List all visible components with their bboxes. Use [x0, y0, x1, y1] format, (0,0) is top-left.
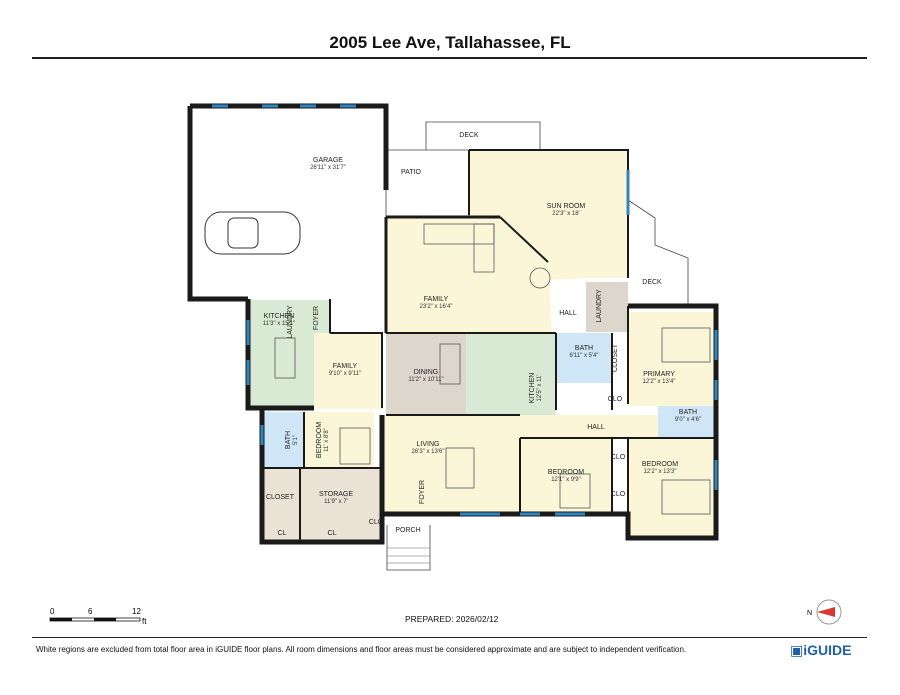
room-label-cl-1: CL	[278, 530, 287, 537]
sunroom-area	[469, 150, 628, 280]
garage-area	[190, 106, 386, 299]
dining-area	[386, 333, 466, 415]
room-dim-kitchen-main: 12'5" x 11'	[537, 375, 543, 402]
hall-mid-area	[520, 415, 658, 438]
disclaimer-text: White regions are excluded from total fl…	[36, 645, 687, 654]
room-dim-kitchen-left: 11'3" x 15'1"	[263, 321, 295, 327]
room-dim-bath-center: 6'11" x 5'4"	[569, 353, 598, 359]
laundry-right-area	[586, 282, 628, 332]
room-dim-garage: 26'11" x 31'7"	[310, 165, 346, 171]
room-label-kitchen-left: KITCHEN	[264, 313, 295, 320]
room-dim-bath-left: 5'1"	[293, 435, 299, 445]
room-label-sunroom: SUN ROOM	[547, 203, 586, 210]
room-label-family-main: FAMILY	[424, 296, 449, 303]
bath-right-area	[658, 404, 716, 438]
windows	[212, 104, 718, 516]
compass-north: N	[807, 610, 812, 617]
deck-top-outline	[425, 121, 541, 150]
storage-area	[262, 468, 382, 542]
room-label-bath-right: BATH	[679, 409, 697, 416]
brand-logo: ▣iGUIDE	[790, 642, 851, 659]
room-label-bath-center: BATH	[575, 345, 593, 352]
scale-tick-0: 0	[50, 607, 55, 616]
room-label-hall-top: HALL	[559, 310, 577, 317]
scale-tick-12: 12	[132, 607, 141, 616]
room-label-bedroom-left: BEDROOM	[316, 422, 323, 458]
room-label-patio: PATIO	[401, 169, 422, 176]
room-label-bath-left: BATH	[285, 431, 292, 449]
footer-divider	[32, 637, 867, 638]
living-area	[382, 415, 520, 515]
room-label-cl-2: CL	[328, 530, 337, 537]
bedroom-right-area	[628, 438, 716, 538]
prepared-date: PREPARED: 2026/02/12	[405, 614, 499, 624]
room-label-primary: PRIMARY	[643, 371, 675, 378]
room-label-hall-mid: HALL	[587, 424, 605, 431]
patio-outline	[385, 149, 470, 218]
room-label-family-left: FAMILY	[333, 363, 358, 370]
room-label-closet-primary: CLOSET	[612, 343, 619, 372]
scale-bar: 0 6 12 ft	[48, 606, 168, 636]
room-label-dining: DINING	[414, 369, 439, 376]
page-title: 2005 Lee Ave, Tallahassee, FL	[329, 33, 571, 52]
brand-logo-icon: ▣	[790, 642, 804, 658]
room-label-living: LIVING	[417, 441, 440, 448]
car-icon	[204, 211, 301, 255]
room-label-bedroom-center: BEDROOM	[548, 469, 584, 476]
room-label-garage: GARAGE	[313, 157, 343, 164]
room-label-clo-center: CLO	[608, 396, 623, 403]
room-dim-primary: 12'2" x 13'4"	[643, 379, 676, 385]
furniture	[274, 223, 711, 515]
title-divider	[32, 57, 867, 59]
room-dim-family-main: 23'2" x 16'4"	[420, 304, 453, 310]
room-dim-bedroom-center: 12'1" x 9'9"	[551, 477, 581, 483]
room-dim-bedroom-left: 11' x 8'8"	[324, 428, 330, 452]
room-dim-storage: 11'9" x 7'	[324, 499, 348, 505]
room-dim-sunroom: 22'3" x 18'	[552, 211, 579, 217]
room-dim-family-left: 9'10" x 9'11"	[329, 371, 361, 377]
kitchen-main-area	[466, 333, 556, 415]
compass-icon: N	[805, 597, 850, 627]
room-dim-dining: 11'2" x 10'11"	[408, 377, 443, 383]
scale-unit: ft	[142, 617, 147, 626]
primary-area	[628, 312, 716, 406]
room-label-foyer-main: FOYER	[419, 480, 426, 504]
room-label-laundry-left: LAUNDRY	[287, 305, 294, 339]
room-label-deck-top: DECK	[459, 132, 479, 139]
room-label-clo-bed1: CLO	[611, 454, 626, 461]
bath-left-area	[262, 412, 304, 468]
family-left-area	[314, 333, 382, 409]
room-label-deck-right: DECK	[642, 279, 662, 286]
family-main-area	[386, 217, 552, 333]
room-label-closet-left: CLOSET	[266, 494, 295, 501]
room-label-bedroom-right: BEDROOM	[642, 461, 678, 468]
room-dim-living: 26'3" x 13'6"	[412, 449, 445, 455]
brand-name: iGUIDE	[803, 642, 852, 658]
room-label-foyer-left: FOYER	[313, 306, 320, 330]
room-dim-bath-right: 9'0" x 4'6"	[675, 417, 701, 423]
bedroom-center-area	[520, 438, 612, 514]
room-dim-bedroom-right: 12'2" x 13'3"	[644, 469, 677, 475]
room-label-laundry-right: LAUNDRY	[596, 289, 603, 323]
room-label-clo-storage: CLO	[369, 519, 384, 526]
scale-tick-6: 6	[88, 607, 93, 616]
room-label-porch: PORCH	[395, 527, 420, 534]
bedroom-left-area	[304, 412, 374, 468]
room-label-clo-bed2: CLO	[611, 491, 626, 498]
room-label-kitchen-main: KITCHEN	[529, 373, 536, 404]
porch-outline	[386, 525, 431, 571]
room-label-storage: STORAGE	[319, 491, 353, 498]
deck-right-outline	[627, 199, 689, 306]
bath-center-area	[556, 333, 612, 383]
